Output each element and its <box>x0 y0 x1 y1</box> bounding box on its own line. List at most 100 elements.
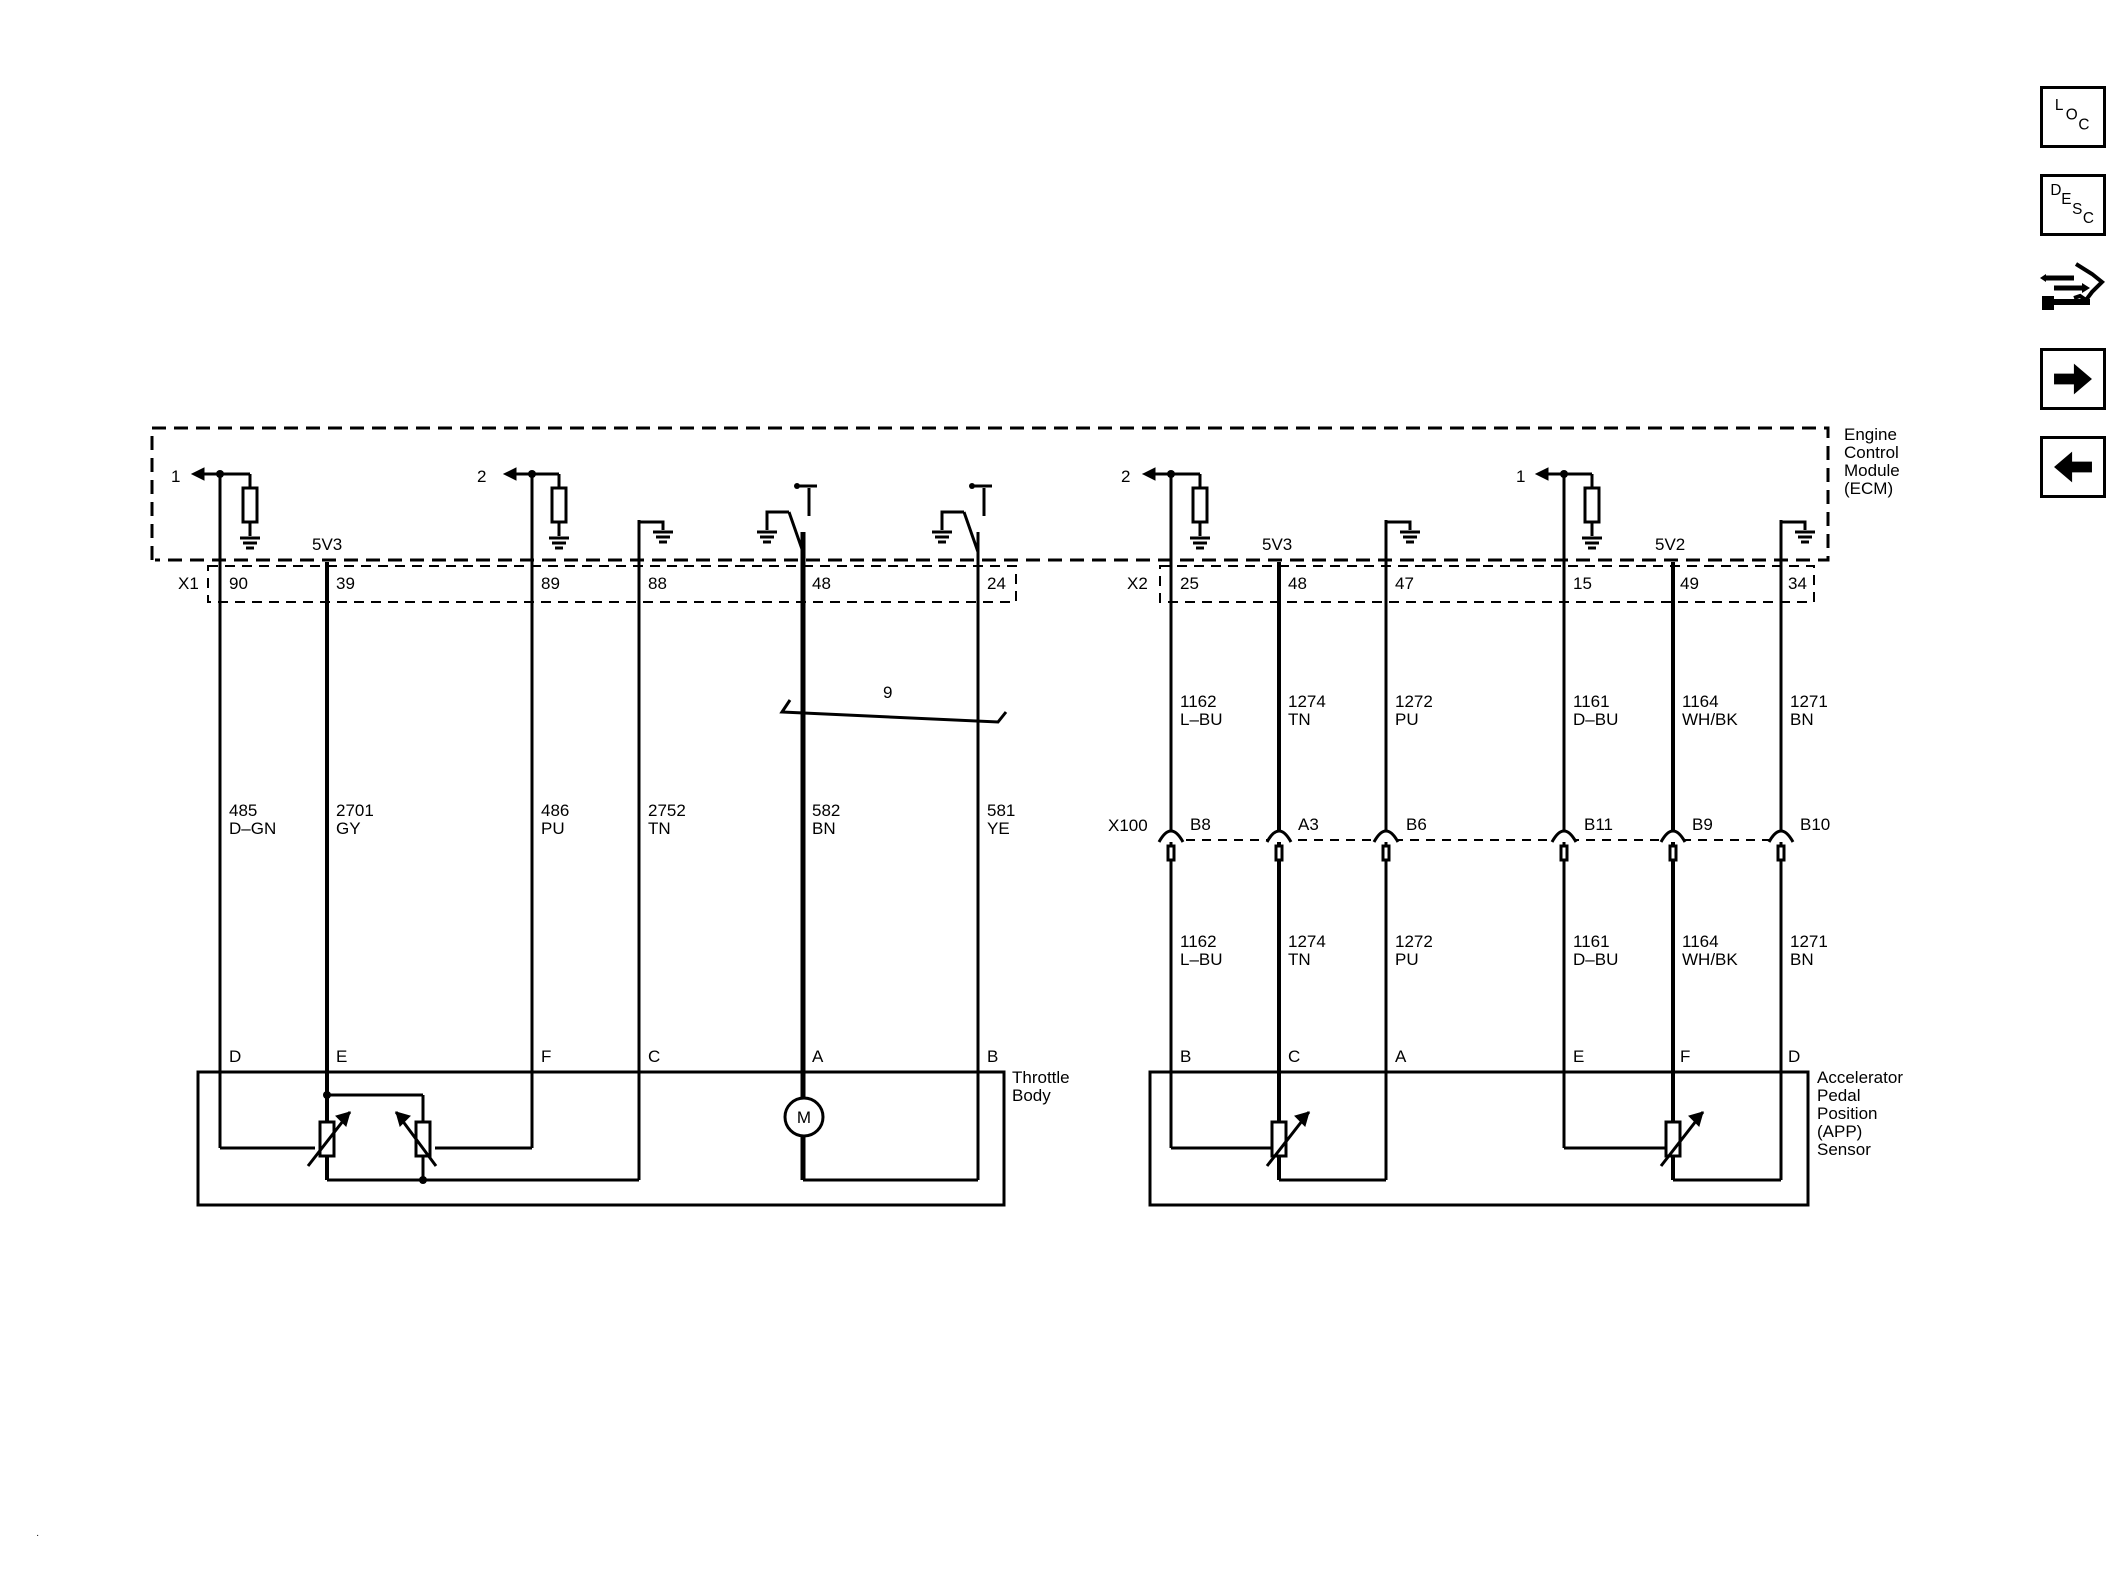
wire-circuit: 1271 <box>1790 692 1828 711</box>
x1-pin: 88 <box>648 574 667 593</box>
wire-color: GY <box>336 819 361 838</box>
driver-switch-ground <box>765 510 789 530</box>
ecm-label-line2: Control <box>1844 443 1899 462</box>
connector-x2-box <box>1159 565 1815 603</box>
wire-color: TN <box>1288 950 1311 969</box>
potentiometer-arrow <box>395 1111 411 1127</box>
junction-dot <box>528 470 536 478</box>
wire-circuit: 582 <box>812 801 840 820</box>
wire-circuit: 1164 <box>1682 932 1719 951</box>
ecm-supply-x2-right: 5V2 <box>1655 535 1685 554</box>
wire-color: TN <box>648 819 671 838</box>
wire-circuit: 1274 <box>1288 932 1326 951</box>
ecm-ref-x1-top: 1 <box>171 467 180 486</box>
x100-terminal-pin <box>1381 844 1391 862</box>
desc-icon: D E S C <box>2050 182 2094 227</box>
resistor-symbol <box>241 486 259 524</box>
ecm-supply-x2-left: 5V3 <box>1262 535 1292 554</box>
x100-terminal <box>1659 829 1687 843</box>
next-button[interactable] <box>2040 348 2106 410</box>
ground-hook <box>1384 520 1412 562</box>
x1-pin: 90 <box>229 574 248 593</box>
wire-color: WH/BK <box>1682 710 1738 729</box>
reference-arrow-head <box>1534 467 1549 481</box>
x100-pin: A3 <box>1298 815 1319 834</box>
x100-pin: B9 <box>1692 815 1713 834</box>
app-sensor-pin: D <box>1788 1047 1800 1066</box>
wire-circuit: 2701 <box>336 801 374 820</box>
ecm-ref-x2-left: 2 <box>1121 467 1130 486</box>
junction-dot <box>1560 470 1568 478</box>
wire-color: PU <box>541 819 565 838</box>
wire-circuit: 1162 <box>1180 692 1217 711</box>
wire-color: TN <box>1288 710 1311 729</box>
x2-pin: 34 <box>1788 574 1807 593</box>
svg-text:L: L <box>2055 97 2064 114</box>
x100-terminal <box>1372 829 1400 843</box>
svg-text:C: C <box>2078 117 2089 134</box>
app-sensor-label-line1: Accelerator <box>1817 1068 1903 1087</box>
wire-circuit: 486 <box>541 801 569 820</box>
wire-circuit: 1274 <box>1288 692 1326 711</box>
connector-tool-button[interactable] <box>2040 256 2106 318</box>
resistor-symbol <box>1191 486 1209 524</box>
x100-terminal-pin <box>1559 844 1569 862</box>
x2-pin: 15 <box>1573 574 1592 593</box>
x100-terminal <box>1550 829 1578 843</box>
app-sensor-pin: C <box>1288 1047 1300 1066</box>
symbol-group <box>190 467 1815 1184</box>
connector-x2-name: X2 <box>1127 574 1148 593</box>
app-sensor-label-line4: (APP) <box>1817 1122 1862 1141</box>
throttle-body-pin: B <box>987 1047 998 1066</box>
desc-button[interactable]: D E S C <box>2040 174 2106 236</box>
arrow-right-icon <box>2054 363 2092 395</box>
wire-color: L–BU <box>1180 710 1223 729</box>
resistor-symbol <box>1583 486 1601 524</box>
x100-terminal <box>1265 829 1293 843</box>
wire-color: WH/BK <box>1682 950 1738 969</box>
wire-color: L–BU <box>1180 950 1223 969</box>
driver-dot <box>969 483 975 489</box>
reference-arrow-head <box>1141 467 1156 481</box>
loc-button[interactable]: L O C <box>2040 86 2106 148</box>
arrow-left-icon <box>2054 451 2092 483</box>
ecm-supply-x1: 5V3 <box>312 535 342 554</box>
ground-hook <box>637 520 665 560</box>
junction-dot <box>419 1176 427 1184</box>
wire-circuit: 1162 <box>1180 932 1217 951</box>
prev-button[interactable] <box>2040 436 2106 498</box>
throttle-body-pin: D <box>229 1047 241 1066</box>
wire-circuit: 1161 <box>1573 692 1610 711</box>
wire-circuit: 2752 <box>648 801 686 820</box>
throttle-body-box <box>196 1070 1006 1207</box>
app-sensor-pin: F <box>1680 1047 1690 1066</box>
wire-color: YE <box>987 819 1010 838</box>
ecm-housing <box>150 426 1830 562</box>
connector-x1-name: X1 <box>178 574 199 593</box>
wire-circuit: 1271 <box>1790 932 1828 951</box>
potentiometer-arrow <box>1688 1111 1704 1127</box>
throttle-body-pin: C <box>648 1047 660 1066</box>
ecm-label-line4: (ECM) <box>1844 479 1893 498</box>
driver-switch <box>962 511 980 562</box>
wire-color: D–BU <box>1573 950 1618 969</box>
x100-terminal-pin <box>1166 844 1176 862</box>
throttle-body-label-line2: Body <box>1012 1086 1051 1105</box>
potentiometer-arrow <box>335 1111 351 1127</box>
wire-color: BN <box>812 819 836 838</box>
wire-color: BN <box>1790 950 1814 969</box>
wire-circuit: 1164 <box>1682 692 1719 711</box>
driver-switch <box>787 511 805 562</box>
svg-text:C: C <box>2083 210 2094 227</box>
twisted-pair-label: 9 <box>883 683 892 702</box>
app-sensor-label-line5: Sensor <box>1817 1140 1871 1159</box>
x1-pin: 24 <box>987 574 1006 593</box>
resistor-symbol <box>550 486 568 524</box>
wire-circuit: 485 <box>229 801 257 820</box>
x100-terminal-pin <box>1776 844 1786 862</box>
throttle-body-pin: F <box>541 1047 551 1066</box>
connector-tool-icon <box>2040 262 2105 310</box>
wire-circuit: 1161 <box>1573 932 1610 951</box>
motor-symbol <box>783 1096 825 1138</box>
